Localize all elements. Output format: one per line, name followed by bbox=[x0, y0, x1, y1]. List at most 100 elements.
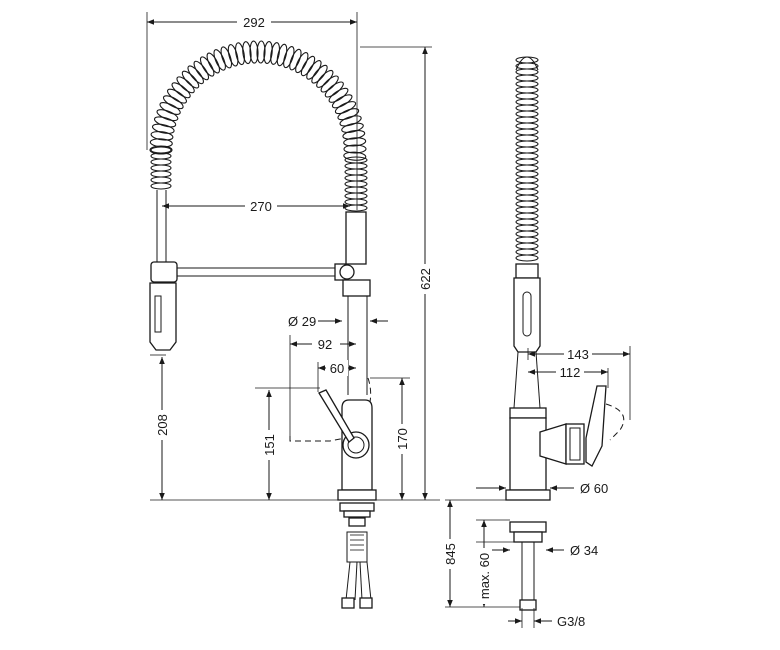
dim-handshower-height: 208 bbox=[155, 414, 170, 436]
coil-ring bbox=[344, 192, 368, 200]
side-coil-ring bbox=[515, 122, 539, 130]
dim-lever-offset-92: 92 bbox=[318, 337, 332, 352]
coil-ring bbox=[150, 164, 172, 172]
side-coil-ring bbox=[515, 212, 539, 220]
side-coil-ring bbox=[515, 218, 539, 226]
dim-shank-diameter: Ø 34 bbox=[570, 543, 598, 558]
coil-ring bbox=[235, 42, 245, 66]
coil-ring bbox=[334, 101, 357, 115]
coil-ring bbox=[227, 44, 239, 67]
coil-ring bbox=[316, 69, 334, 88]
coil-ring bbox=[153, 116, 177, 128]
side-coil-ring bbox=[515, 230, 539, 238]
coil-ring bbox=[171, 82, 191, 99]
coil-ring bbox=[331, 94, 353, 109]
side-coil-ring bbox=[515, 152, 539, 160]
coil-ring bbox=[344, 174, 368, 182]
coil-ring bbox=[162, 95, 184, 110]
side-coil-ring bbox=[515, 236, 539, 244]
coil-ring bbox=[343, 144, 367, 154]
dim-body-diameter: Ø 60 bbox=[580, 481, 608, 496]
side-coil-ring bbox=[515, 224, 539, 232]
coil-ring bbox=[181, 70, 200, 89]
side-coil-ring bbox=[515, 254, 539, 262]
side-coil-ring bbox=[515, 164, 539, 172]
side-coil-ring bbox=[515, 74, 539, 82]
coil-ring bbox=[328, 87, 349, 103]
front-view: 292 270 Ø 29 92 60 208 151 170 622 bbox=[146, 12, 440, 609]
coil-ring bbox=[343, 151, 367, 161]
side-coil-ring bbox=[515, 92, 539, 100]
coil-ring bbox=[150, 176, 172, 184]
side-coil-ring bbox=[515, 194, 539, 202]
coil-ring bbox=[342, 129, 366, 140]
side-coil-ring bbox=[515, 182, 539, 190]
coil-ring bbox=[199, 56, 215, 77]
coil-ring bbox=[337, 108, 360, 121]
coil-ring bbox=[263, 41, 273, 64]
side-coil-ring bbox=[515, 242, 539, 250]
dim-spout-reach: 270 bbox=[250, 199, 272, 214]
coil-ring bbox=[193, 60, 210, 81]
coil-ring bbox=[242, 41, 252, 65]
coil-ring bbox=[339, 115, 362, 127]
coil-ring bbox=[344, 168, 368, 176]
coil-ring bbox=[150, 130, 174, 141]
side-coil-ring bbox=[515, 170, 539, 178]
coil-ring bbox=[283, 46, 295, 69]
coil-ring bbox=[344, 162, 368, 170]
coil-ring bbox=[256, 40, 266, 64]
side-coil bbox=[515, 56, 539, 262]
coil-ring bbox=[213, 49, 226, 71]
side-coil-ring bbox=[515, 140, 539, 148]
coil-ring bbox=[156, 109, 179, 122]
side-coil-ring bbox=[515, 176, 539, 184]
coil-ring bbox=[151, 123, 175, 134]
side-coil-ring bbox=[515, 98, 539, 106]
side-coil-ring bbox=[515, 68, 539, 76]
mounting-kit bbox=[339, 502, 375, 609]
coil-ring bbox=[150, 146, 172, 154]
coil-ring bbox=[150, 158, 172, 166]
coil-ring bbox=[206, 52, 221, 74]
coil-ring bbox=[159, 102, 181, 115]
spout-arm bbox=[177, 263, 355, 281]
side-coil-ring bbox=[515, 158, 539, 166]
faucet-column bbox=[337, 211, 377, 501]
side-coil-ring bbox=[515, 56, 539, 64]
side-coil-ring bbox=[515, 104, 539, 112]
dim-lever-height: 151 bbox=[262, 434, 277, 456]
side-coil-ring bbox=[515, 146, 539, 154]
coil-ring bbox=[344, 198, 368, 206]
coil-ring bbox=[270, 42, 281, 65]
dim-mount-depth: 845 bbox=[443, 543, 458, 565]
dim-lever-reach-112: 112 bbox=[560, 365, 581, 380]
coil-ring bbox=[149, 145, 173, 155]
coil-ring bbox=[344, 186, 368, 194]
dim-connection-thread: G3/8 bbox=[557, 614, 585, 629]
side-coil-ring bbox=[515, 62, 539, 70]
dim-outlet-height: 170 bbox=[395, 428, 410, 450]
coil-ring bbox=[320, 75, 339, 93]
side-coil-ring bbox=[515, 206, 539, 214]
coil-ring bbox=[176, 76, 195, 94]
coil-ring bbox=[311, 64, 328, 84]
coil-ring bbox=[167, 88, 187, 104]
side-coil-ring bbox=[515, 248, 539, 256]
side-coil-ring bbox=[515, 80, 539, 88]
side-coil-ring bbox=[515, 128, 539, 136]
coil-ring bbox=[344, 180, 368, 188]
dim-base-diameter: Ø 29 bbox=[288, 314, 316, 329]
dim-total-width: 292 bbox=[243, 15, 265, 30]
side-coil-ring bbox=[515, 188, 539, 196]
coil-ring bbox=[150, 170, 172, 178]
side-view: 143 112 Ø 60 Ø 34 845 max. 60 G3/8 bbox=[442, 56, 631, 629]
side-coil-ring bbox=[515, 86, 539, 94]
lever-handle bbox=[289, 377, 372, 443]
coil-ring bbox=[249, 40, 259, 64]
coil-ring bbox=[295, 52, 309, 74]
coil-ring bbox=[341, 122, 364, 133]
coil-ring bbox=[343, 137, 367, 147]
